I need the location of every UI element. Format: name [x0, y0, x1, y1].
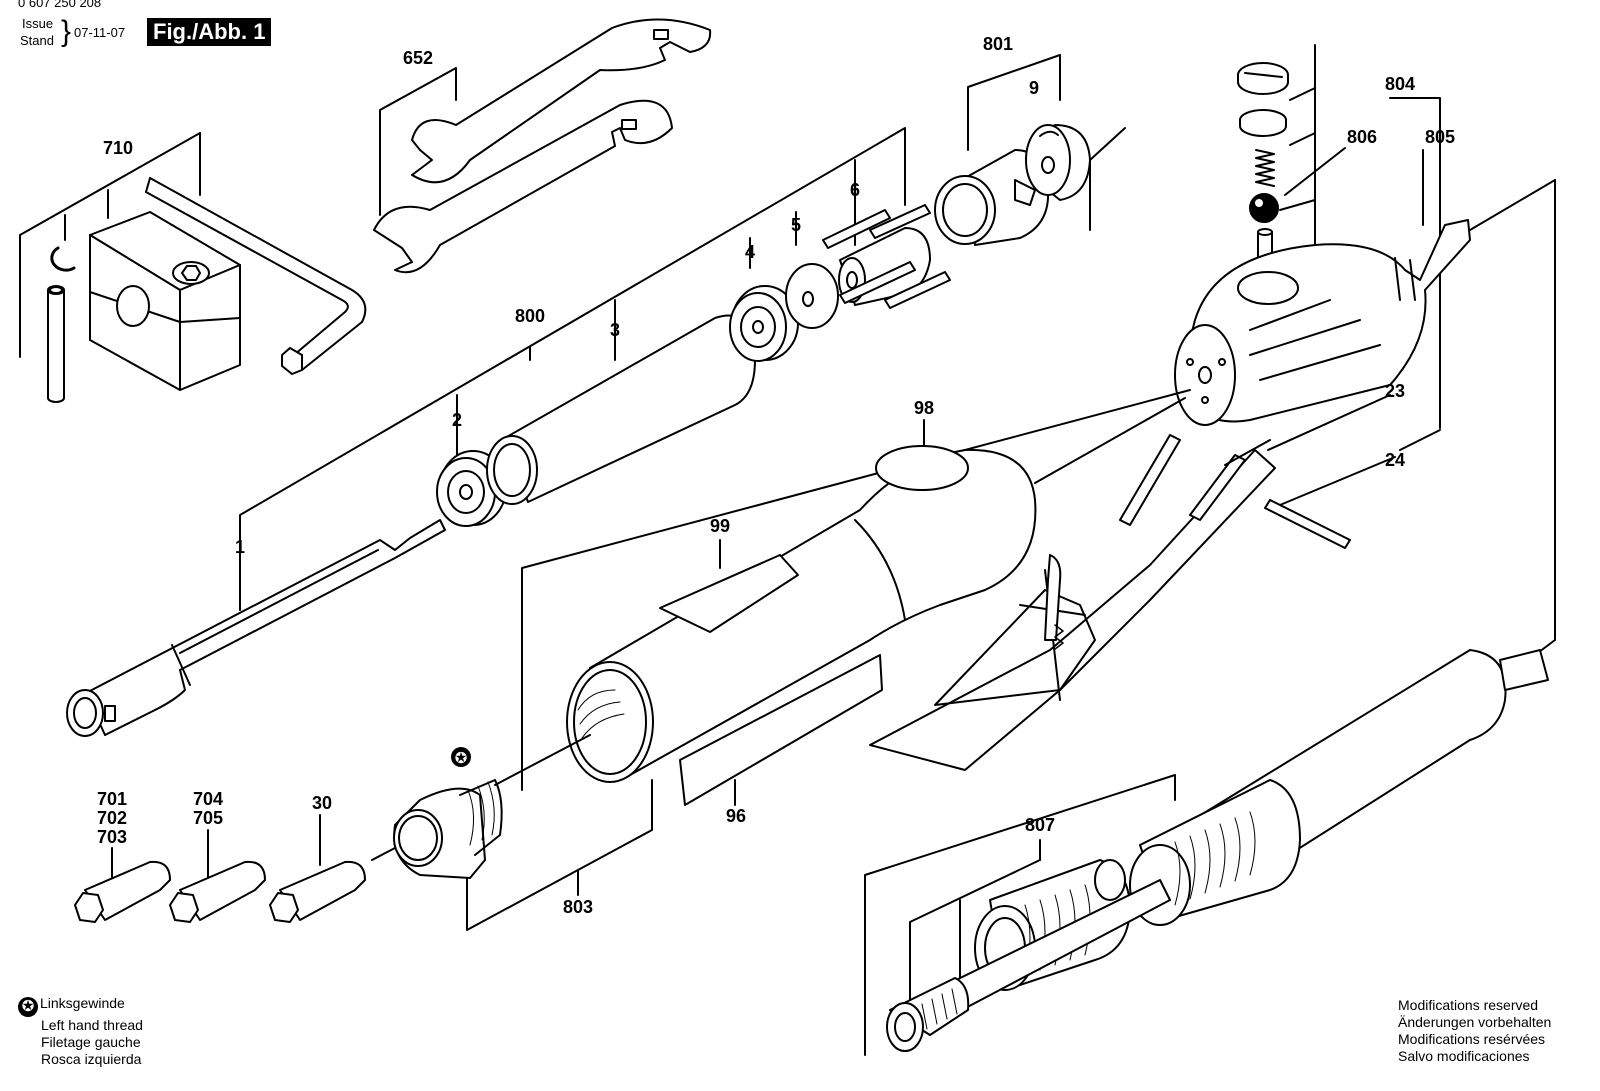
callout-804: 804: [1385, 74, 1415, 94]
callout-98: 98: [914, 398, 934, 418]
callout-705: 705: [193, 808, 223, 828]
valve-body: [1181, 219, 1471, 423]
rotor-part-6: [822, 204, 951, 309]
collet-30: [279, 860, 366, 921]
callout-703: 703: [97, 827, 127, 847]
callout-24: 24: [1385, 450, 1405, 470]
callout-652: 652: [403, 48, 433, 68]
callout-803: 803: [563, 897, 593, 917]
wrench-group: [373, 18, 712, 274]
clamp-kit-group: [19, 132, 367, 403]
hose-fitting-group: [864, 179, 1556, 1056]
callout-99: 99: [710, 516, 730, 536]
spring: [1255, 149, 1275, 187]
wrench-lower: [373, 99, 673, 274]
callout-3: 3: [610, 320, 620, 340]
left-thread-star-glyph: ✪: [455, 750, 468, 767]
strip-96: [679, 654, 883, 806]
thread-legend: ✪Linksgewinde Left hand thread Filetage …: [18, 995, 143, 1068]
callout-9: 9: [1029, 78, 1039, 98]
ball: [1249, 193, 1279, 223]
callout-807: 807: [1025, 815, 1055, 835]
collet-701: [84, 860, 171, 921]
modifications-line-en: Modifications reserved: [1398, 997, 1539, 1013]
brace-glyph: }: [61, 15, 72, 48]
legend-line-de: Linksgewinde: [40, 995, 125, 1011]
callout-2: 2: [452, 410, 462, 430]
star-icon: ✪: [18, 997, 38, 1017]
callout-6: 6: [850, 180, 860, 200]
housing-group: [466, 389, 1396, 931]
locknut: [371, 734, 591, 879]
label-98: [875, 445, 969, 491]
valve-group: [1174, 44, 1471, 451]
callout-806: 806: [1347, 127, 1377, 147]
callout-1: 1: [235, 537, 245, 557]
modifications-line-es: Salvo modificaciones: [1398, 1048, 1530, 1064]
callout-701: 701: [97, 789, 127, 809]
label-99: [659, 554, 799, 633]
callout-801: 801: [983, 34, 1013, 54]
retaining-clip: [50, 246, 76, 272]
spacer-tube-part-3: [486, 314, 756, 505]
callout-96: 96: [726, 806, 746, 826]
wrench-upper: [411, 18, 712, 184]
legend-line-en: Left hand thread: [41, 1017, 143, 1033]
dowel-pin: [47, 289, 65, 403]
issue-date: 07-11-07: [74, 25, 126, 40]
callout-800: 800: [515, 306, 545, 326]
modifications-line-de: Änderungen vorbehalten: [1398, 1014, 1552, 1030]
callout-702: 702: [97, 808, 127, 828]
document-number: 0 607 250 208: [18, 0, 102, 10]
callout-704: 704: [193, 789, 223, 809]
cylinder-group: [934, 54, 1126, 246]
callout-710: 710: [103, 138, 133, 158]
clamp-block: [89, 211, 241, 391]
callout-5: 5: [791, 215, 801, 235]
callout-805: 805: [1425, 127, 1455, 147]
trigger-lever: [869, 434, 1351, 771]
legend-line-es: Rosca izquierda: [41, 1051, 142, 1067]
callout-4: 4: [745, 242, 755, 262]
shaft-assembly-frame: [239, 127, 906, 611]
collet-704: [179, 860, 266, 921]
collet-set: [74, 814, 366, 923]
callout-23: 23: [1385, 381, 1405, 401]
spindle-part-1: [66, 519, 446, 737]
figure-label: Fig./Abb. 1: [147, 18, 272, 46]
legend-line-fr: Filetage gauche: [41, 1034, 141, 1050]
washer-part-5: [785, 263, 839, 329]
stand-label: Stand: [20, 33, 54, 48]
left-thread-star-icon: [451, 747, 471, 767]
modifications-notice: Modifications reserved Änderungen vorbeh…: [1398, 997, 1551, 1065]
modifications-line-fr: Modifications resérvées: [1398, 1031, 1546, 1047]
callout-30: 30: [312, 793, 332, 813]
issue-label: Issue: [22, 16, 54, 31]
